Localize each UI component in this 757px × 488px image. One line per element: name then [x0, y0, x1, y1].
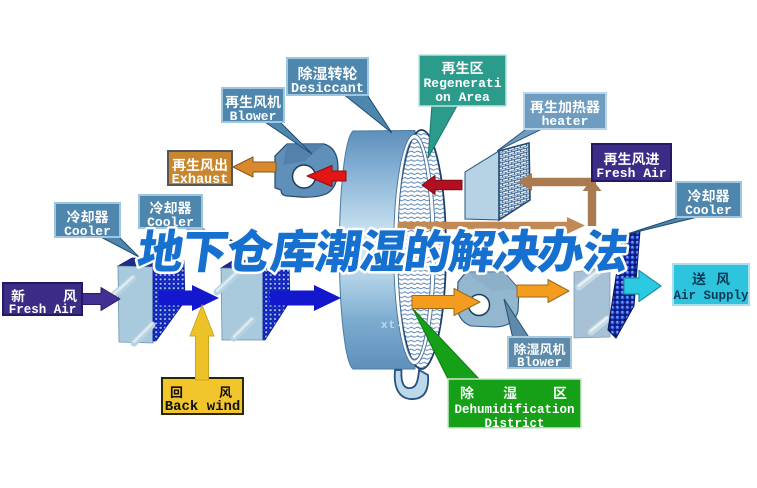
- svg-text:Desiccant: Desiccant: [291, 82, 364, 97]
- svg-text:heater: heater: [542, 114, 589, 129]
- svg-text:on Area: on Area: [435, 90, 490, 105]
- svg-text:Exhaust: Exhaust: [172, 173, 229, 188]
- svg-text:Dehumidification: Dehumidification: [454, 403, 574, 417]
- svg-text:Regenerati: Regenerati: [423, 76, 501, 91]
- svg-text:Cooler: Cooler: [685, 203, 732, 218]
- svg-text:Fresh Air: Fresh Air: [9, 303, 77, 317]
- svg-text:xt-dry.com: xt-dry.com: [381, 320, 457, 332]
- svg-text:District: District: [484, 417, 544, 431]
- svg-text:Blower: Blower: [517, 356, 562, 370]
- svg-text:Cooler: Cooler: [64, 224, 111, 239]
- svg-text:Back wind: Back wind: [165, 399, 241, 415]
- svg-text:Fresh Air: Fresh Air: [596, 166, 666, 181]
- svg-text:Cooler: Cooler: [147, 215, 194, 230]
- svg-text:Air Supply: Air Supply: [673, 289, 749, 303]
- svg-text:Blower: Blower: [230, 109, 277, 124]
